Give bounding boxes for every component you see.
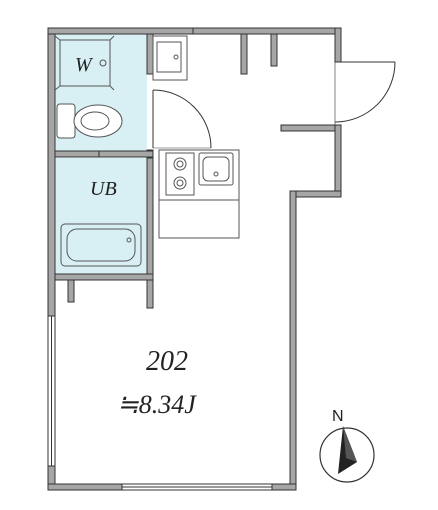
entrance-door — [334, 61, 396, 125]
bottom-window — [121, 483, 273, 491]
compass: N — [319, 408, 375, 483]
wash-basin — [152, 35, 188, 81]
washer-label: W — [75, 54, 94, 76]
bathtub — [60, 223, 142, 267]
unit-area: ≒8.34J — [117, 390, 197, 419]
toilet — [56, 103, 123, 139]
compass-arrow-highlight — [343, 426, 357, 462]
interior-door — [152, 89, 212, 149]
unit-number: 202 — [146, 346, 188, 377]
kitchen-counter — [158, 149, 240, 239]
stove-icon — [165, 152, 195, 196]
left-window — [47, 315, 56, 467]
bath-label: UB — [90, 178, 117, 200]
bath-area — [55, 158, 147, 274]
kitchen-sink-icon — [198, 152, 234, 186]
washing-machine — [54, 35, 115, 91]
compass-north-label: N — [332, 408, 344, 425]
